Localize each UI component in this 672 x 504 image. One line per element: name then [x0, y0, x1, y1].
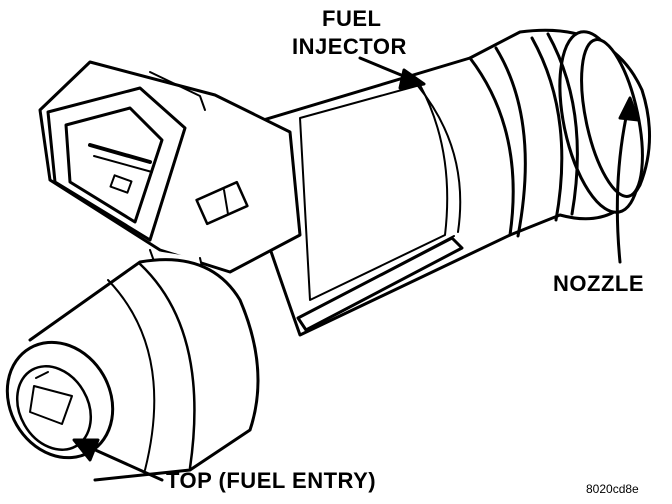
arrow-top-head [72, 438, 100, 462]
electrical-connector [38, 60, 302, 281]
label-injector: INJECTOR [292, 34, 407, 59]
label-nozzle: NOZZLE [553, 271, 644, 296]
arrow-nozzle-head [618, 96, 640, 122]
label-top-fuel-entry: TOP (FUEL ENTRY) [166, 468, 377, 493]
leader-arrows [72, 56, 640, 482]
arrow-nozzle [615, 106, 630, 264]
fuel-inlet-end [5, 258, 260, 482]
arrow-injector-head [398, 68, 426, 90]
injector-body [228, 56, 515, 337]
side-slot [296, 235, 464, 332]
figure-code: 8020cd8e [586, 482, 639, 496]
label-fuel: FUEL [322, 6, 382, 31]
